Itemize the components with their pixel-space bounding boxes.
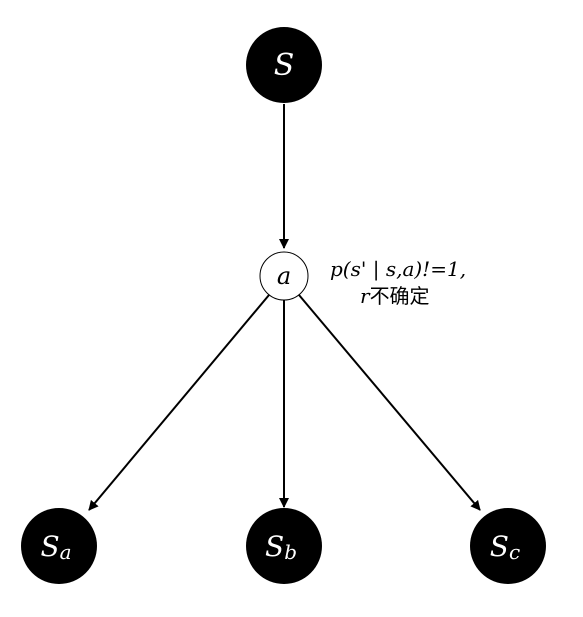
transition-probability-text: p(s' | s,a)!=1, xyxy=(330,257,466,282)
child-state-label: S xyxy=(265,530,284,563)
root-state-node: S xyxy=(246,27,322,103)
action-node: a xyxy=(259,251,309,301)
action-label: a xyxy=(277,262,291,290)
edge-action-to-sc xyxy=(298,294,481,511)
child-state-node-a: Sa xyxy=(21,508,97,584)
svg-text:Sb: Sb xyxy=(265,530,297,564)
child-state-subscript: c xyxy=(509,540,520,564)
child-state-node-c: Sc xyxy=(470,508,546,584)
child-state-subscript: a xyxy=(60,540,72,564)
edge-action-to-sa xyxy=(88,294,270,511)
reward-uncertain-text: 不确定 xyxy=(370,284,430,308)
child-state-node-b: Sb xyxy=(246,508,322,584)
svg-text:Sc: Sc xyxy=(490,530,520,564)
child-state-label: S xyxy=(490,530,509,563)
reward-note: r不确定 xyxy=(360,284,430,308)
svg-text:Sa: Sa xyxy=(40,530,71,564)
transition-annotation: p(s' | s,a)!=1, r不确定 xyxy=(330,257,466,308)
child-state-subscript: b xyxy=(284,540,297,564)
root-state-label: S xyxy=(274,48,295,83)
reward-var: r xyxy=(360,284,371,308)
child-state-label: S xyxy=(40,530,59,563)
